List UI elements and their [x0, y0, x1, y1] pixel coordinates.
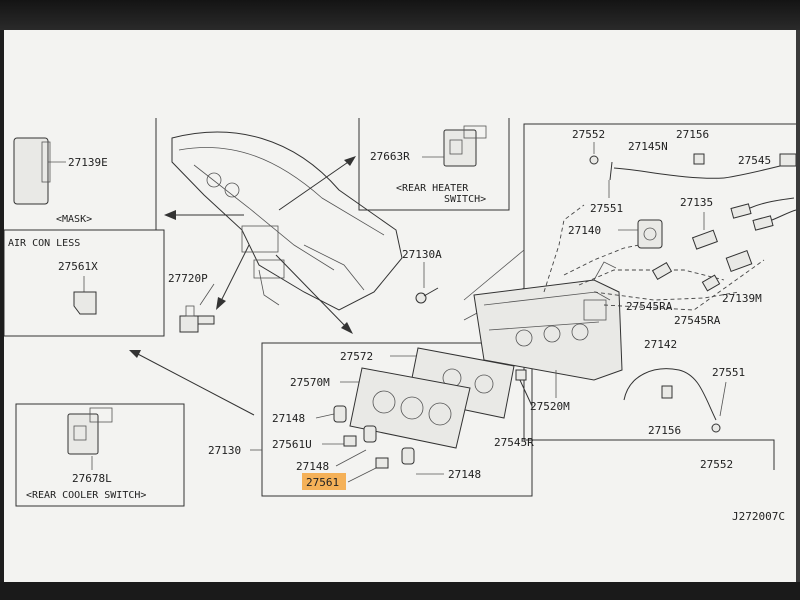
part-label-27545R: 27545R: [494, 436, 534, 449]
part-label-27561X: 27561X: [58, 260, 98, 273]
connector-part: [701, 274, 721, 292]
cable-end: [609, 161, 613, 181]
part-label-27156: 27156: [676, 128, 709, 141]
monitor-bottom-bezel: [0, 582, 800, 600]
diagram-id: J272007C: [732, 510, 785, 523]
leader-line: [347, 467, 377, 483]
connector-27545R-part: [515, 369, 533, 407]
clip-part: [711, 423, 721, 433]
monitor-top-bezel: [0, 0, 800, 30]
monitor-right-bezel: [796, 30, 800, 582]
right-frame-bottom: [524, 439, 775, 470]
part-label-27135: 27135: [680, 196, 713, 209]
screen: 27139E <MASK> AIR CON LESS 27561X 27720P…: [4, 30, 800, 582]
part-label-27156: 27156: [648, 424, 681, 437]
part-label-27545RA: 27545RA: [626, 300, 673, 313]
knob-part: [401, 447, 415, 465]
pointer-arrows: [129, 156, 356, 416]
blank-plate-part: [375, 457, 389, 469]
part-label-27663R: 27663R: [370, 150, 410, 163]
air-con-less-box: [4, 229, 165, 337]
control-cable-27145N: [613, 167, 725, 179]
part-label-27570M: 27570M: [290, 376, 330, 389]
clamp-part: [661, 385, 673, 399]
blower-switch-part: [618, 219, 663, 249]
dial-hole: [474, 374, 494, 394]
part-label-27148: 27148: [448, 468, 481, 481]
part-label-27552: 27552: [700, 458, 733, 471]
air-con-less-heading: AIR CON LESS: [8, 238, 80, 249]
part-label-27551: 27551: [590, 202, 623, 215]
connector-part: [779, 153, 797, 167]
switch-part-27139M: [725, 250, 753, 272]
part-label-27545RA: 27545RA: [674, 314, 721, 327]
rear-heater-caption: <REAR HEATER: [396, 183, 469, 194]
knob-opening: [428, 402, 452, 426]
blank-plate-part: [343, 435, 357, 447]
bezel-27570M: [349, 367, 471, 449]
rear-cooler-box: [15, 403, 185, 507]
part-label-27130: 27130: [208, 444, 241, 457]
dashboard-drawing: [171, 131, 403, 311]
rear-cooler-switch-part: [67, 407, 113, 455]
control-cable-27142: [623, 368, 717, 421]
rear-heater-box: [358, 118, 510, 211]
part-label-27572: 27572: [340, 350, 373, 363]
connector-part: [651, 261, 673, 281]
rear-cooler-caption: <REAR COOLER SWITCH>: [26, 490, 146, 501]
clamp-part: [693, 153, 705, 165]
leader-line: [463, 249, 525, 301]
part-label-27140: 27140: [568, 224, 601, 237]
rear-heater-caption-2: SWITCH>: [444, 194, 486, 205]
control-panel-box: [261, 342, 533, 497]
parts-diagram: 27139E <MASK> AIR CON LESS 27561X 27720P…: [4, 118, 800, 523]
part-label-27720P: 27720P: [168, 272, 208, 285]
part-label-27139E: 27139E: [68, 156, 108, 169]
part-label-27148: 27148: [296, 460, 329, 473]
leader-line: [335, 449, 367, 467]
mask-part: [13, 137, 66, 205]
blank-plate-part: [73, 291, 97, 315]
part-label-27520M: 27520M: [530, 400, 570, 413]
part-label-27130A: 27130A: [402, 248, 442, 261]
knob-part: [363, 425, 377, 443]
knob-opening: [372, 390, 396, 414]
resistor-part: [691, 229, 718, 250]
cable-routing: [543, 204, 765, 311]
leader-line: [199, 283, 215, 306]
switch-27720P-part: [179, 305, 215, 333]
knob-part: [333, 405, 347, 423]
clip-part: [589, 155, 599, 165]
part-label-27139M: 27139M: [722, 292, 762, 305]
leader-line: [315, 413, 335, 419]
part-label-27545: 27545: [738, 154, 771, 167]
knob-opening: [400, 396, 424, 420]
part-label-27552: 27552: [572, 128, 605, 141]
part-label-27561U: 27561U: [272, 438, 312, 451]
highlight-marker: [302, 473, 346, 490]
screw-part: [415, 287, 439, 304]
part-label-27551: 27551: [712, 366, 745, 379]
part-label-27148: 27148: [272, 412, 305, 425]
rear-heater-switch-part: [443, 125, 487, 167]
part-label-27145N: 27145N: [628, 140, 668, 153]
part-label-27142: 27142: [644, 338, 677, 351]
mask-caption: <MASK>: [56, 214, 92, 225]
harness-connectors: [730, 197, 797, 231]
harness-27545: [723, 164, 785, 179]
leader-line: [719, 381, 727, 417]
part-label-27678L: 27678L: [72, 472, 112, 485]
part-label-27561-highlighted[interactable]: 27561: [306, 476, 339, 489]
